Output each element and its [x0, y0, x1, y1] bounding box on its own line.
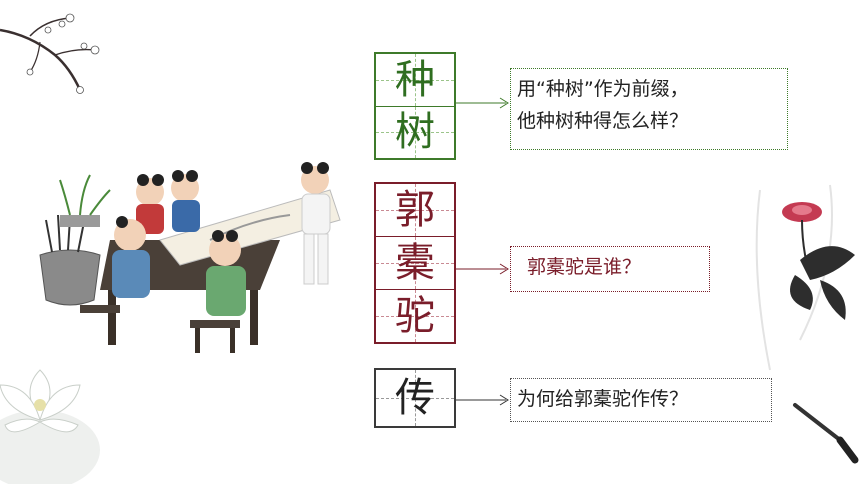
char: 树: [395, 109, 435, 156]
arrow-icon: [456, 263, 509, 275]
question-box-guotuotuo: 郭橐驼是谁？: [510, 246, 710, 292]
question-line: 为何给郭橐驼作传？: [517, 388, 689, 410]
question-box-zhuan: 为何给郭橐驼作传？: [510, 378, 772, 422]
char: 种: [395, 56, 435, 103]
title-chars-zhuan: 传: [374, 368, 456, 428]
char-cell: 橐: [376, 236, 454, 289]
char: 郭: [395, 187, 435, 233]
plum-blossom-branch-icon: [0, 13, 100, 94]
char-cell: 传: [376, 370, 454, 426]
children-painting-scroll-illustration: [39, 162, 341, 353]
title-chars-zhongshu: 种 树: [374, 52, 456, 160]
char: 传: [395, 375, 435, 421]
ink-painted-flower-icon: [755, 184, 855, 371]
calligraphy-brush-icon: [793, 403, 859, 464]
question-line: 他种树种得怎么样？: [517, 110, 689, 132]
arrow-icon: [456, 97, 509, 109]
char: 驼: [395, 293, 435, 339]
arrow-icon: [456, 394, 509, 406]
question-line: 用“种树”作为前缀，: [517, 78, 689, 100]
char-cell: 驼: [376, 289, 454, 342]
char: 橐: [395, 240, 435, 286]
question-box-zhongshu: 用“种树”作为前缀， 他种树种得怎么样？: [510, 68, 788, 150]
char-cell: 郭: [376, 184, 454, 236]
lotus-flower-icon: [0, 369, 100, 484]
title-chars-guotuotuo: 郭 橐 驼: [374, 182, 456, 344]
question-line: 郭橐驼是谁？: [527, 256, 642, 278]
char-cell: 种: [376, 54, 454, 106]
char-cell: 树: [376, 105, 454, 159]
